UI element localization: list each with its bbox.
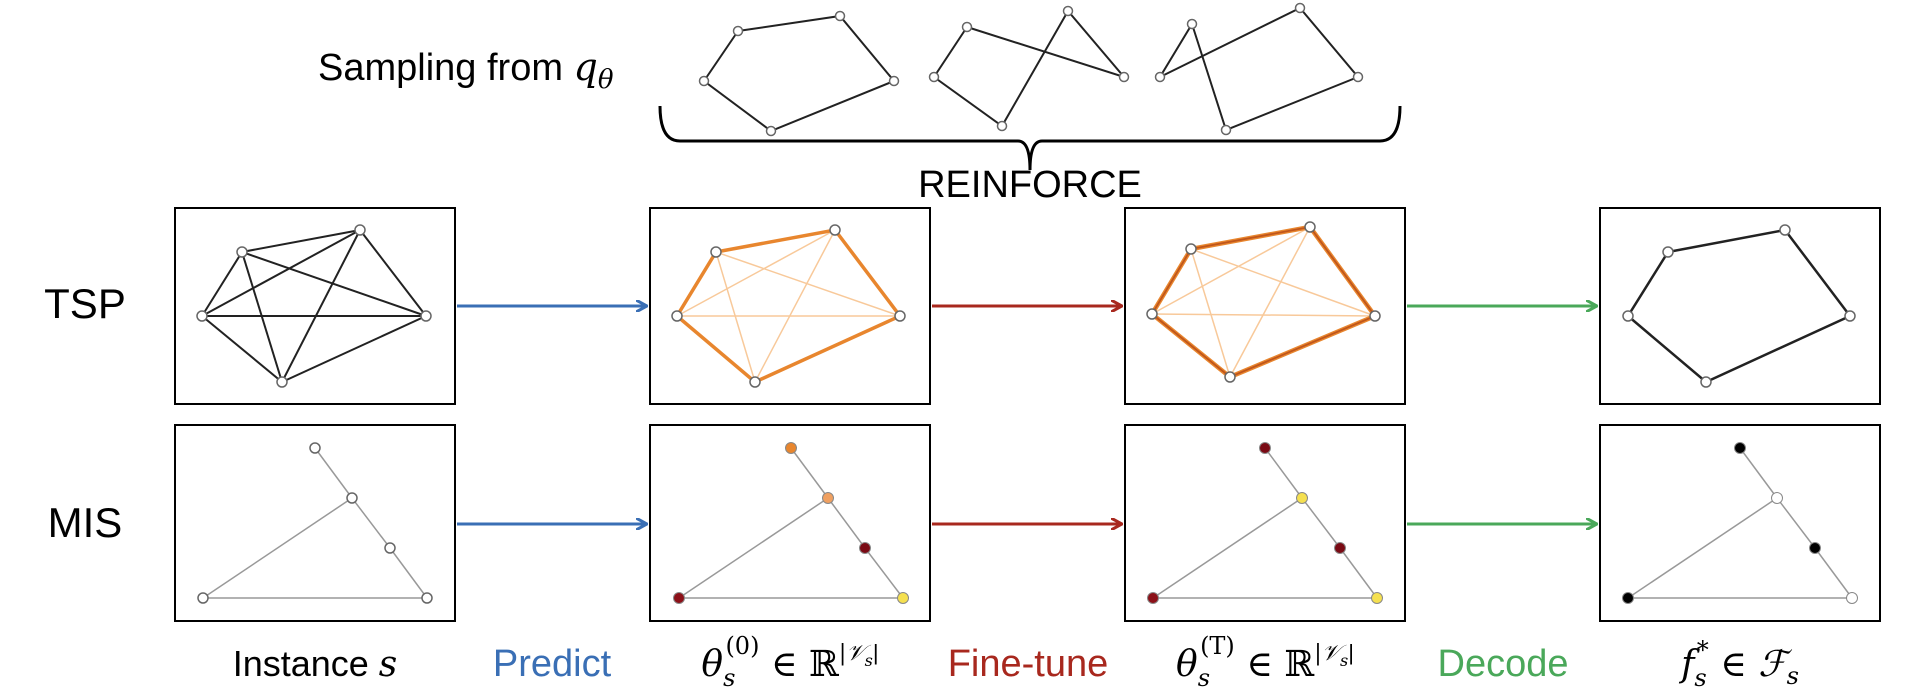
- mis-finetuned-nodes: [1147, 442, 1383, 604]
- sampling-subscript: θ: [598, 65, 614, 95]
- sampled-tour-2-nodes: [928, 5, 1130, 132]
- caption-decode: Decode: [1438, 643, 1569, 685]
- fstar-sub: s: [1694, 664, 1706, 692]
- tsp-finetuned-weak-edges: [1151, 226, 1376, 378]
- mis-finetuned-panel: [1124, 424, 1406, 622]
- sampling-label: Sampling from qθ: [318, 45, 614, 95]
- theta0-rest: ∈ ℝ: [759, 644, 840, 685]
- fstar-rest: ∈: [1709, 644, 1759, 685]
- caption-predict: Predict: [493, 643, 612, 685]
- sampling-prefix: Sampling from: [318, 47, 574, 89]
- thetaT-exp-end: |: [1348, 640, 1354, 665]
- caption-theta0: θs(0) ∈ ℝ|𝒱s|: [701, 632, 878, 692]
- reinforce-label: REINFORCE: [918, 164, 1142, 206]
- mis-solution-nodes: [1622, 442, 1858, 604]
- decode-arrows: [1407, 306, 1597, 524]
- sampling-symbol: q: [574, 45, 598, 89]
- tsp-prediction-panel: [649, 207, 931, 405]
- theta0-sup: (0): [725, 632, 759, 660]
- caption-thetaT: θs(T) ∈ ℝ|𝒱s|: [1176, 632, 1354, 692]
- thetaT-sup: (T): [1200, 632, 1235, 660]
- caption-finetune: Fine-tune: [948, 643, 1109, 685]
- tsp-finetuned-strong-edges: [1149, 224, 1379, 380]
- thetaT-sub: s: [1198, 664, 1210, 692]
- mis-solution-panel: [1599, 424, 1881, 622]
- tsp-instance-panel: [174, 207, 456, 405]
- mis-finetuned-edges: [1152, 447, 1378, 599]
- tsp-solution-tour: [1626, 228, 1852, 384]
- caption-instance: Instance s: [233, 643, 398, 685]
- row-label-mis: MIS: [48, 499, 123, 546]
- thetaT-base: θ: [1176, 644, 1198, 685]
- tsp-finetuned-panel: [1124, 207, 1406, 405]
- tsp-prediction-weak-edges: [676, 229, 901, 383]
- mis-prediction-panel: [649, 424, 931, 622]
- sampled-tour-2: [932, 9, 1128, 128]
- mis-instance-panel: [174, 424, 456, 622]
- sampled-tour-3: [1157, 6, 1360, 132]
- tsp-solution-nodes: [1622, 224, 1856, 388]
- theta0-exp-end: |: [873, 640, 879, 665]
- tsp-solution-panel: [1599, 207, 1881, 405]
- mis-instance-edges: [202, 447, 428, 599]
- tsp-instance-edges: [201, 229, 427, 383]
- sampled-tour-1-nodes: [698, 10, 900, 137]
- sampled-tour-1: [702, 14, 896, 133]
- mis-prediction-nodes: [673, 442, 909, 604]
- fstar-set-sub: s: [1787, 662, 1799, 690]
- tsp-instance-nodes: [196, 224, 432, 388]
- caption-fstar: fs* ∈ ℱs: [1678, 636, 1799, 692]
- caption-instance-var: s: [379, 644, 397, 685]
- reinforce-brace: [658, 105, 1402, 171]
- theta0-sub: s: [723, 664, 735, 692]
- finetune-arrows: [932, 306, 1122, 524]
- mis-solution-edges: [1627, 447, 1853, 599]
- tsp-prediction-strong-edges: [674, 228, 903, 385]
- caption-instance-text: Instance: [233, 643, 379, 684]
- sampled-tour-3-nodes: [1154, 2, 1364, 136]
- fstar-sup: *: [1697, 636, 1709, 664]
- thetaT-rest: ∈ ℝ: [1235, 644, 1316, 685]
- mis-instance-nodes: [197, 442, 433, 604]
- theta0-exp-sub: s: [865, 651, 873, 670]
- panel-frames: [174, 207, 1881, 622]
- theta0-base: θ: [701, 644, 723, 685]
- thetaT-exp-sub: s: [1340, 651, 1348, 670]
- tsp-prediction-nodes: [671, 224, 906, 388]
- mis-prediction-edges: [678, 447, 904, 599]
- row-label-tsp: TSP: [44, 280, 126, 327]
- tsp-finetuned-nodes: [1146, 221, 1381, 383]
- predict-arrows: [457, 306, 647, 524]
